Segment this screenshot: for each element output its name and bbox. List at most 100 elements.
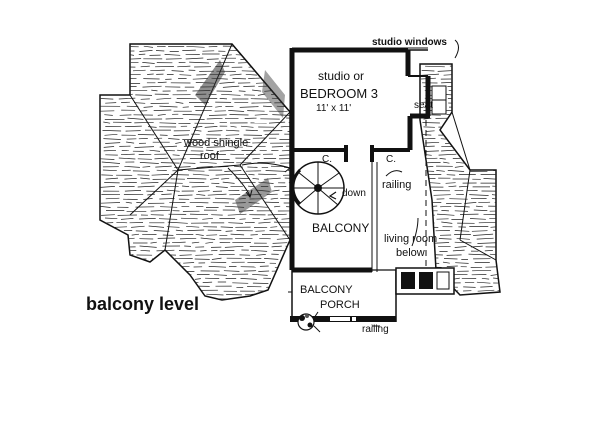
shingle-stroke bbox=[441, 210, 449, 212]
shingle-stroke bbox=[134, 121, 154, 124]
left-roof bbox=[99, 43, 291, 301]
shingle-stroke bbox=[225, 230, 233, 232]
shingle-stroke bbox=[493, 98, 500, 100]
shingle-stroke bbox=[225, 142, 238, 144]
shingle-stroke bbox=[255, 230, 265, 232]
shingle-stroke bbox=[139, 162, 159, 164]
shingle-stroke bbox=[164, 54, 181, 56]
shingle-stroke bbox=[196, 166, 213, 168]
shingle-stroke bbox=[258, 270, 270, 272]
shingle-stroke bbox=[221, 177, 230, 180]
shingle-stroke bbox=[105, 177, 119, 180]
shingle-stroke bbox=[439, 158, 446, 160]
shingle-stroke bbox=[463, 286, 476, 288]
shingle-stroke bbox=[196, 193, 206, 196]
shingle-stroke bbox=[436, 213, 455, 216]
shingle-stroke bbox=[270, 226, 278, 228]
shingle-stroke bbox=[183, 262, 195, 264]
shingle-stroke bbox=[172, 241, 186, 244]
shingle-stroke bbox=[171, 70, 184, 72]
shingle-stroke bbox=[142, 62, 155, 64]
shingle-stroke bbox=[183, 162, 196, 164]
shingle-stroke bbox=[103, 249, 118, 252]
shingle-stroke bbox=[103, 270, 113, 272]
shingle-stroke bbox=[138, 266, 148, 268]
shingle-stroke bbox=[104, 114, 113, 116]
shingle-stroke bbox=[195, 233, 204, 236]
shingle-stroke bbox=[458, 141, 470, 143]
shingle-stroke bbox=[258, 294, 272, 296]
shingle-stroke bbox=[171, 174, 190, 176]
shingle-stroke bbox=[252, 157, 260, 160]
shingle-stroke bbox=[126, 289, 137, 292]
studio-or-label: studio or bbox=[318, 69, 364, 83]
shingle-stroke bbox=[460, 145, 471, 148]
shingle-stroke bbox=[284, 194, 290, 196]
shingle-stroke bbox=[150, 209, 171, 212]
shingle-stroke bbox=[143, 198, 153, 200]
shingle-stroke bbox=[100, 98, 114, 100]
shingle-stroke bbox=[219, 250, 235, 252]
shingle-stroke bbox=[149, 149, 161, 152]
shingle-stroke bbox=[277, 77, 287, 80]
shingle-stroke bbox=[271, 46, 284, 48]
shingle-stroke bbox=[449, 198, 468, 200]
shingle-stroke bbox=[221, 93, 241, 96]
shingle-stroke bbox=[141, 182, 159, 184]
shingle-stroke bbox=[187, 229, 205, 231]
shingle-stroke bbox=[259, 237, 271, 240]
shingle-stroke bbox=[477, 97, 490, 100]
shingle-stroke bbox=[103, 138, 121, 140]
shingle-stroke bbox=[131, 233, 140, 236]
shingle-stroke bbox=[182, 49, 196, 51]
leader-arrows bbox=[227, 162, 419, 327]
chimney-icon bbox=[395, 267, 455, 295]
shingle-stroke bbox=[164, 182, 183, 184]
shingle-stroke bbox=[126, 141, 135, 144]
shingle-stroke bbox=[475, 141, 496, 144]
shingle-stroke bbox=[279, 154, 290, 156]
shingle-stroke bbox=[445, 182, 456, 184]
shingle-stroke bbox=[137, 174, 150, 176]
shingle-stroke bbox=[181, 185, 190, 187]
shingle-stroke bbox=[256, 254, 266, 256]
shingle-stroke bbox=[102, 130, 122, 132]
shingle-stroke bbox=[224, 170, 242, 172]
shingle-stroke bbox=[478, 73, 491, 76]
shingle-stroke bbox=[209, 177, 219, 180]
shingle-stroke bbox=[443, 74, 454, 76]
shingle-stroke bbox=[179, 254, 192, 256]
shingle-stroke bbox=[443, 161, 450, 164]
shingle-stroke bbox=[495, 77, 500, 80]
shingle-stroke bbox=[455, 262, 469, 264]
shingle-stroke bbox=[241, 46, 248, 48]
shingle-stroke bbox=[421, 70, 435, 72]
shingle-stroke bbox=[102, 169, 117, 172]
shingle-stroke bbox=[458, 109, 474, 112]
shingle-stroke bbox=[476, 237, 494, 240]
shingle-stroke bbox=[145, 274, 156, 276]
shingle-stroke bbox=[186, 225, 200, 228]
shingle-stroke bbox=[154, 157, 169, 160]
shingle-stroke bbox=[422, 198, 432, 200]
bedroom-label: BEDROOM 3 bbox=[300, 86, 378, 101]
shingle-stroke bbox=[425, 130, 435, 132]
shingle-stroke bbox=[246, 145, 253, 147]
shingle-stroke bbox=[272, 242, 288, 244]
shingle-stroke bbox=[479, 114, 495, 116]
shingle-stroke bbox=[454, 246, 467, 248]
shingle-stroke bbox=[274, 205, 281, 208]
shingle-stroke bbox=[425, 65, 445, 68]
shingle-stroke bbox=[286, 206, 290, 208]
balcony-porch-label-1: BALCONY bbox=[300, 284, 353, 296]
shingle-stroke bbox=[230, 153, 245, 156]
shingle-stroke bbox=[113, 242, 129, 244]
shingle-stroke bbox=[279, 58, 288, 60]
shingle-stroke bbox=[175, 229, 184, 232]
shingle-stroke bbox=[481, 125, 495, 128]
shingle-stroke bbox=[158, 254, 177, 256]
shingle-stroke bbox=[258, 221, 271, 224]
shingle-stroke bbox=[150, 241, 157, 244]
shingle-stroke bbox=[497, 269, 500, 272]
shingle-stroke bbox=[114, 226, 128, 228]
